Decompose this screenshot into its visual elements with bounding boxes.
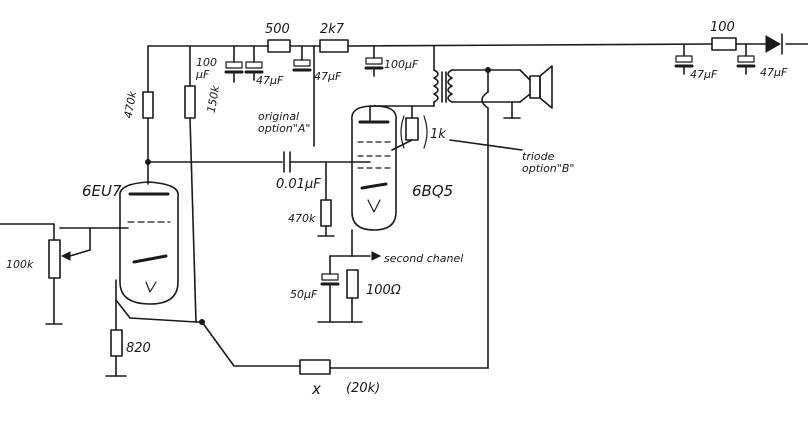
resistor-500 — [267, 39, 291, 53]
label-r-470k-plate: 470k — [122, 89, 140, 119]
arrow-icon — [371, 251, 382, 261]
resistor-470k-plate — [142, 91, 154, 119]
capacitor-100uf-left — [224, 45, 244, 83]
label-r-100-top: 100 — [710, 20, 735, 35]
resistor-150k — [184, 85, 196, 119]
resistor-2k7 — [319, 39, 349, 53]
label-c-coupling: 0.01µF — [276, 177, 321, 192]
label-r-2k7: 2k7 — [320, 22, 345, 37]
label-r-500: 500 — [265, 22, 290, 37]
label-r-20k: (20k) — [346, 381, 380, 396]
capacitor-47uf-c — [674, 44, 694, 75]
label-tube-6bq5: 6BQ5 — [412, 182, 453, 200]
label-c-47uf-c: 47µF — [690, 68, 718, 81]
resistor-feedback-x — [299, 359, 331, 375]
resistor-820 — [110, 329, 123, 357]
label-r-470k-grid: 470k — [288, 212, 316, 225]
resistor-1k — [405, 117, 419, 141]
label-pot-100k: 100k — [6, 258, 34, 271]
label-r-100ohm: 100Ω — [366, 283, 401, 298]
tube-6eu7 — [119, 181, 179, 305]
diode-symbol — [765, 33, 783, 55]
label-x-mark: x — [311, 380, 321, 398]
label-c-47uf-d: 47µF — [760, 66, 788, 79]
junction-dot-speaker — [485, 67, 491, 73]
top-supply-rail — [147, 43, 808, 47]
label-tube-6eu7: 6EU7 — [82, 182, 122, 200]
speaker-icon — [529, 65, 553, 109]
capacitor-47uf-a — [244, 45, 264, 81]
resistor-100-top-right — [711, 37, 737, 51]
capacitor-50uf — [320, 255, 340, 323]
potentiometer-100k — [48, 239, 91, 279]
capacitor-100uf-mid — [364, 45, 384, 77]
resistor-470k-grid — [320, 199, 332, 227]
label-r-820: 820 — [126, 341, 151, 356]
label-second-channel: second chanel — [384, 252, 463, 265]
label-c-100uf-mid: 100µF — [384, 58, 419, 71]
capacitor-47uf-b — [292, 45, 312, 72]
label-c-50uf: 50µF — [290, 288, 318, 301]
tube-6bq5 — [351, 105, 397, 231]
label-c-47uf-a: 47µF — [256, 74, 284, 87]
label-r-150k: 150k — [205, 84, 223, 114]
capacitor-coupling — [283, 151, 291, 173]
label-r-1k: 1k — [430, 127, 446, 142]
resistor-100ohm — [346, 269, 359, 299]
label-c-47uf-b: 47µF — [314, 70, 342, 83]
capacitor-47uf-d — [736, 43, 756, 75]
